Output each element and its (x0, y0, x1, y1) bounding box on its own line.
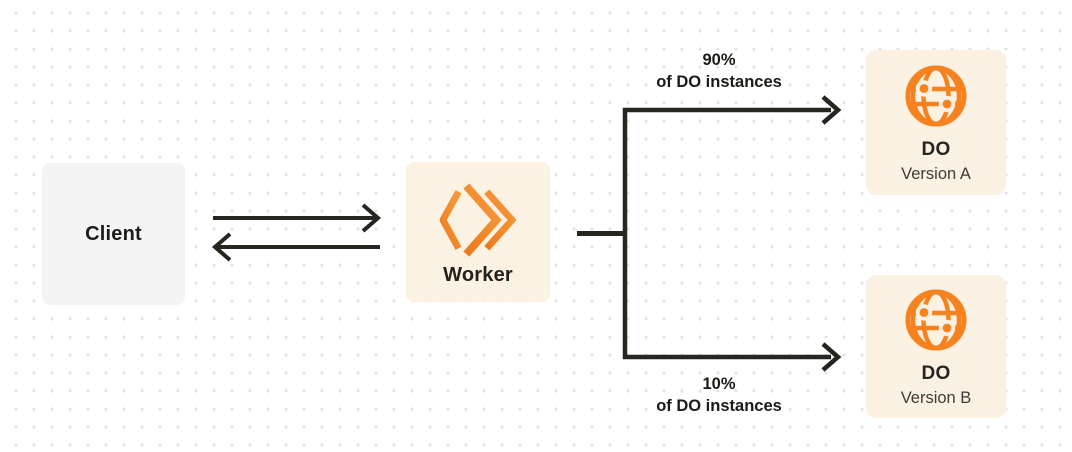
route-a-label: 90% of DO instances (619, 49, 819, 93)
globe-icon (905, 65, 967, 126)
route-a-percent: 90% (702, 51, 736, 69)
route-b-arrowhead (821, 342, 842, 372)
route-a-caption: of DO instances (656, 73, 782, 91)
client-node: Client (42, 163, 185, 305)
worker-label: Worker (443, 264, 513, 286)
route-a-arrowhead (821, 95, 842, 125)
globe-icon (905, 289, 967, 350)
workers-logo-icon (440, 183, 516, 257)
do-version-a-node: DO Version A (866, 50, 1006, 195)
route-b-label: 10% of DO instances (619, 373, 819, 417)
client-to-worker-arrow (213, 203, 382, 233)
worker-to-client-arrow (211, 232, 380, 262)
route-b-caption: of DO instances (656, 397, 782, 415)
do-b-title: DO (921, 362, 951, 384)
do-a-title: DO (921, 138, 951, 160)
branch-split-bracket (622, 107, 831, 360)
worker-node: Worker (406, 162, 550, 302)
do-b-subtitle: Version B (900, 388, 972, 407)
route-b-percent: 10% (702, 375, 736, 393)
client-label: Client (85, 222, 142, 245)
do-version-b-node: DO Version B (866, 275, 1006, 418)
do-a-subtitle: Version A (901, 164, 971, 183)
